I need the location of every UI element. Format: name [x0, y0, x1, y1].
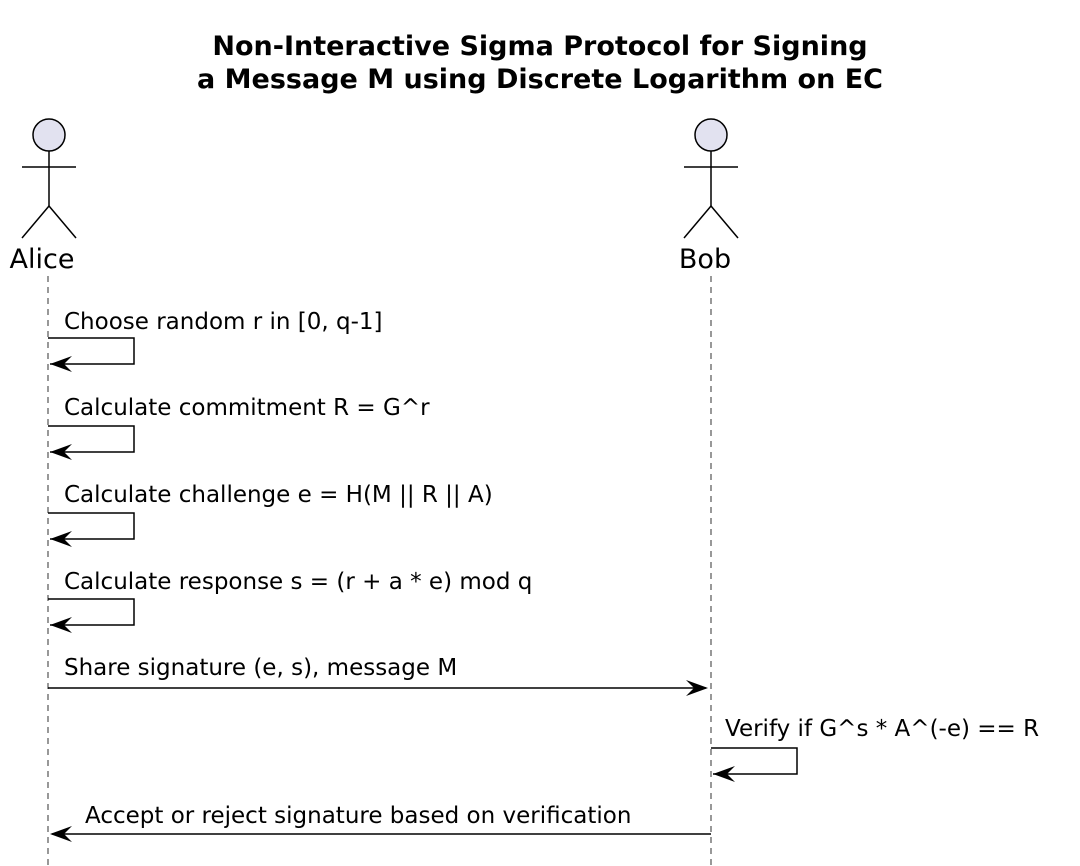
self-arrow-line	[48, 512, 135, 540]
message-accept-reject: Accept or reject signature based on veri…	[50, 803, 711, 842]
arrowhead	[686, 680, 708, 696]
arrowhead	[50, 444, 72, 460]
arrowhead	[713, 766, 735, 782]
title-line-1: Non-Interactive Sigma Protocol for Signi…	[212, 31, 868, 62]
arrowhead	[50, 531, 72, 547]
message-response: Calculate response s = (r + a * e) mod q	[48, 569, 532, 633]
arrowhead	[50, 356, 72, 372]
alice-name: Alice	[10, 244, 75, 275]
bob-head	[694, 118, 728, 152]
bob-name: Bob	[679, 244, 731, 275]
alice-head	[32, 118, 66, 152]
self-arrow-line	[711, 747, 798, 775]
diagram-title: Non-Interactive Sigma Protocol for Signi…	[0, 30, 1080, 96]
message-verify: Verify if G^s * A^(-e) == R	[711, 716, 1039, 782]
arrowhead	[50, 617, 72, 633]
bob-actor	[683, 118, 739, 239]
message-share-signature: Share signature (e, s), message M	[48, 655, 708, 696]
title-line-2: a Message M using Discrete Logarithm on …	[197, 64, 883, 95]
message-label: Calculate response s = (r + a * e) mod q	[64, 569, 532, 595]
message-choose-random: Choose random r in [0, q-1]	[48, 309, 383, 372]
message-label: Calculate challenge e = H(M || R || A)	[64, 482, 493, 508]
alice-left-leg	[21, 205, 50, 239]
bob-left-leg	[683, 205, 712, 239]
alice-right-leg	[48, 205, 77, 239]
self-arrow-line	[48, 425, 135, 453]
self-arrow-line	[48, 337, 135, 365]
message-label: Accept or reject signature based on veri…	[85, 803, 631, 829]
message-label: Calculate commitment R = G^r	[64, 395, 430, 421]
message-challenge: Calculate challenge e = H(M || R || A)	[48, 482, 493, 547]
arrowhead	[50, 826, 72, 842]
message-label: Choose random r in [0, q-1]	[64, 309, 383, 335]
message-label: Verify if G^s * A^(-e) == R	[725, 716, 1039, 742]
message-label: Share signature (e, s), message M	[64, 655, 457, 681]
bob-right-leg	[710, 205, 739, 239]
alice-actor	[21, 118, 77, 239]
self-arrow-line	[48, 598, 135, 626]
message-commitment: Calculate commitment R = G^r	[48, 395, 430, 460]
